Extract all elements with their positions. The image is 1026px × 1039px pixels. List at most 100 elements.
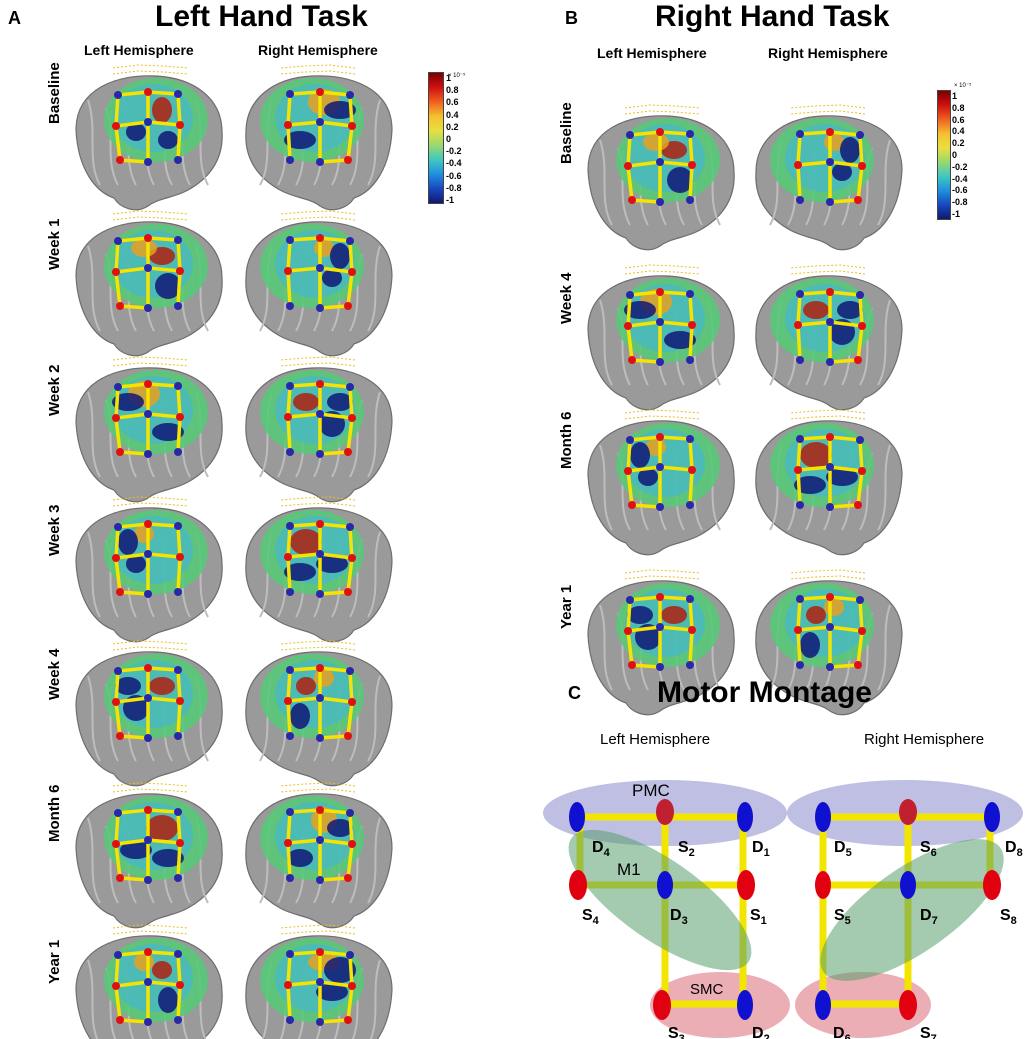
brain-left-hemisphere xyxy=(587,569,735,716)
optode-s8 xyxy=(983,870,1001,900)
brain-right-hemisphere xyxy=(245,356,393,503)
brain-left-hemisphere xyxy=(75,210,223,357)
panel-a-colorbar-tick: 0.8 xyxy=(446,85,459,96)
panel-a-colorbar-tick: -0.8 xyxy=(446,182,462,193)
brain-right-hemisphere xyxy=(755,104,903,251)
panel-b-colorbar-tick: -0.6 xyxy=(952,185,968,196)
optode-s4 xyxy=(569,870,587,900)
panel-b-col-left: Left Hemisphere xyxy=(597,45,707,61)
brain-right-hemisphere xyxy=(245,210,393,357)
panel-a-title: Left Hand Task xyxy=(155,0,368,33)
optode-label-left: D1 xyxy=(752,839,770,859)
panel-c-letter: C xyxy=(568,683,581,703)
optode-label-right: S7 xyxy=(920,1025,937,1039)
panel-b-col-right: Right Hemisphere xyxy=(768,45,888,61)
panel-a-colorbar-tick: -0.2 xyxy=(446,146,462,157)
optode-s5 xyxy=(815,871,831,899)
brain-left-hemisphere xyxy=(75,924,223,1039)
panel-a-colorbar-tick: 0 xyxy=(446,134,452,144)
optode-d7 xyxy=(900,871,916,899)
optode-d3 xyxy=(657,871,673,899)
optode-d6 xyxy=(815,990,831,1020)
optode-label-right: D6 xyxy=(833,1025,851,1039)
optode-d8 xyxy=(984,802,1000,832)
optode-label-left: S2 xyxy=(678,839,695,859)
optode-label-right: S6 xyxy=(920,839,937,859)
optode-d4 xyxy=(569,802,585,832)
panel-b-colorbar-tick: -0.2 xyxy=(952,161,968,172)
panel-b-colorbar-tick: -0.4 xyxy=(952,173,968,184)
brain-right-hemisphere xyxy=(755,409,903,556)
panel-a-col-right: Right Hemisphere xyxy=(258,42,378,58)
optode-label-left: D4 xyxy=(592,839,611,859)
brain-left-hemisphere xyxy=(587,104,735,251)
panel-a-colorbar-tick: 0.4 xyxy=(446,109,459,120)
brain-left-hemisphere xyxy=(75,356,223,503)
panel-a-colorbar-tick: 0.2 xyxy=(446,121,459,132)
brain-right-hemisphere xyxy=(755,264,903,411)
optode-d1 xyxy=(737,802,753,832)
optode-label-right: D8 xyxy=(1005,839,1023,859)
panel-b-colorbar-tick: 0 xyxy=(952,150,958,160)
panel-a-colorbar-tick: -0.4 xyxy=(446,158,462,169)
brain-left-hemisphere xyxy=(587,264,735,411)
optode-d5 xyxy=(815,802,831,832)
optode-s1 xyxy=(737,870,755,900)
panel-c-left-label: Left Hemisphere xyxy=(600,731,711,748)
panel-b-colorbar-tick: 0.6 xyxy=(952,114,965,125)
panel-a-colorbar-exponent: × 10⁻⁵ xyxy=(448,73,466,79)
panel-a-letter: A xyxy=(8,8,21,28)
brain-right-hemisphere xyxy=(245,640,393,787)
brain-left-hemisphere xyxy=(75,640,223,787)
panel-b-letter: B xyxy=(565,8,578,28)
optode-label-left: D3 xyxy=(670,907,688,927)
optode-s7 xyxy=(899,990,917,1020)
optode-label-left: S3 xyxy=(668,1025,685,1039)
brain-right-hemisphere xyxy=(245,782,393,929)
brain-left-hemisphere xyxy=(75,64,223,211)
panel-a-col-left: Left Hemisphere xyxy=(84,42,194,58)
panel-b-colorbar-tick: -1 xyxy=(952,209,961,219)
panel-b-colorbar xyxy=(937,90,951,220)
brain-right-hemisphere xyxy=(245,496,393,643)
pmc-label-left: PMC xyxy=(632,781,670,800)
brain-right-hemisphere xyxy=(755,569,903,716)
panel-b-colorbar-tick: 0.8 xyxy=(952,102,965,113)
m1-region-left xyxy=(568,829,752,971)
panel-b-colorbar-exponent: × 10⁻⁵ xyxy=(954,83,972,89)
optode-label-right: D5 xyxy=(834,839,852,859)
brain-left-hemisphere xyxy=(75,496,223,643)
brain-right-hemisphere xyxy=(245,64,393,211)
panel-b-colorbar-tick: -0.8 xyxy=(952,197,968,208)
optode-d2 xyxy=(737,990,753,1020)
optode-label-left: S1 xyxy=(750,907,767,927)
panel-b-colorbar-tick: 1 xyxy=(952,91,958,101)
m1-label-left: M1 xyxy=(617,860,641,879)
brain-right-hemisphere xyxy=(245,924,393,1039)
panel-b-colorbar-tick: 0.4 xyxy=(952,126,965,137)
smc-label-left: SMC xyxy=(690,981,724,998)
panel-a-colorbar-tick: -0.6 xyxy=(446,170,462,181)
panel-a-colorbar-tick: 1 xyxy=(446,73,452,83)
optode-label-left: S4 xyxy=(582,907,600,927)
panel-a-colorbar-tick: -1 xyxy=(446,195,455,205)
optode-s2 xyxy=(656,799,674,825)
optode-label-right: S8 xyxy=(1000,907,1017,927)
panel-b-colorbar-tick: 0.2 xyxy=(952,138,965,149)
panel-a-colorbar-tick: 0.6 xyxy=(446,97,459,108)
optode-s3 xyxy=(653,990,671,1020)
panel-c-right-label: Right Hemisphere xyxy=(864,731,985,748)
optode-label-left: D2 xyxy=(752,1025,770,1039)
m1-region-right xyxy=(820,839,1004,981)
optode-label-right: S5 xyxy=(834,907,851,927)
optode-s6 xyxy=(899,799,917,825)
panel-a-colorbar xyxy=(428,72,444,204)
optode-label-right: D7 xyxy=(920,907,938,927)
brain-left-hemisphere xyxy=(587,409,735,556)
brain-left-hemisphere xyxy=(75,782,223,929)
panel-b-title: Right Hand Task xyxy=(655,0,890,33)
panel-c-title: Motor Montage xyxy=(657,676,872,709)
